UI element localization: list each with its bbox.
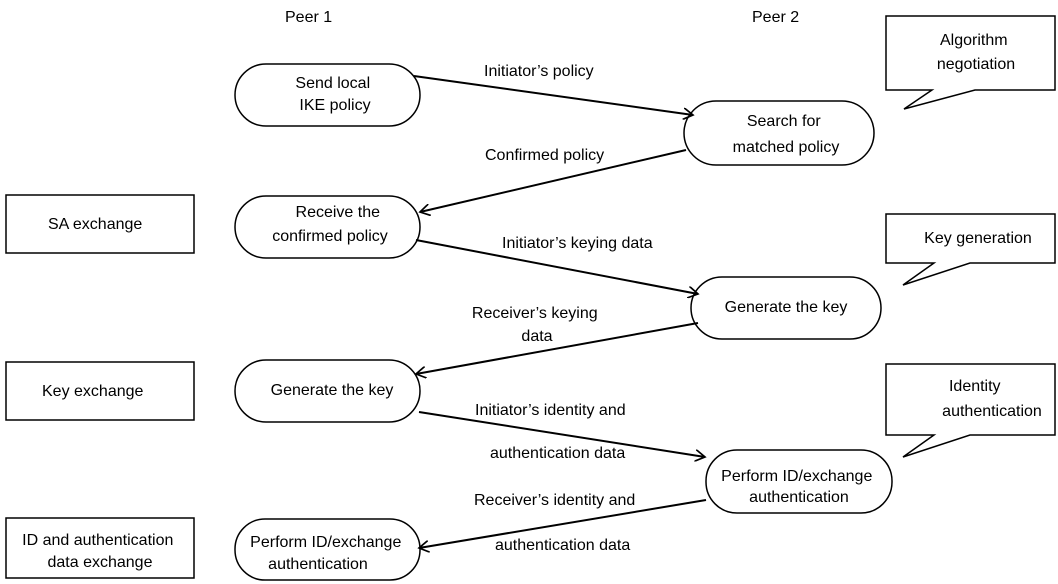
algorithm-negotiation-text: Algorithm negotiation	[937, 32, 1015, 73]
peer-2-perform-authentication-line-1: Perform ID/exchange	[721, 468, 872, 485]
search-matched-policy-node: Search for matched policy	[683, 100, 875, 166]
peer-2-generate-key-text: Generate the key	[725, 299, 848, 316]
key-exchange-label: Key exchange	[42, 383, 144, 400]
search-matched-policy-line-1: Search for	[747, 113, 821, 130]
peer-1-perform-authentication-line-1: Perform ID/exchange	[250, 534, 401, 551]
sa-exchange-label: SA exchange	[48, 216, 142, 233]
send-local-policy-line-2: IKE policy	[299, 97, 370, 114]
search-matched-policy-line-2: matched policy	[733, 139, 840, 156]
initiator-keying-data-label: Initiator’s keying data	[502, 235, 653, 252]
peer-1-header: Peer 1	[285, 9, 332, 26]
confirmed-policy-label: Confirmed policy	[485, 147, 604, 164]
peer-2-perform-authentication-line-2: authentication	[749, 489, 849, 506]
key-generation-text: Key generation	[924, 230, 1032, 247]
initiator-identity-label-line-2: authentication data	[490, 445, 625, 462]
send-local-policy-text: Send local IKE policy	[295, 75, 374, 114]
peer-1-generate-key-text: Generate the key	[271, 382, 394, 399]
id-authentication-exchange-phase: ID and authentication data exchange	[5, 517, 195, 579]
id-authentication-exchange-line-1: ID and authentication	[22, 532, 173, 549]
peer-2-generate-key-node: Generate the key	[690, 276, 882, 340]
send-local-policy-node: Send local IKE policy	[234, 63, 421, 127]
peer-2-perform-authentication-node: Perform ID/exchange authentication	[705, 449, 893, 514]
identity-authentication-text: Identity authentication	[942, 378, 1042, 420]
peer-2-header: Peer 2	[752, 9, 799, 26]
peer-2-perform-authentication-text: Perform ID/exchange authentication	[721, 468, 877, 506]
peer-1-perform-authentication-line-2: authentication	[268, 556, 368, 573]
receiver-keying-data-label: Receiver’s keying data	[472, 305, 602, 345]
receiver-keying-data-line-1: Receiver’s keying	[472, 305, 598, 322]
receiver-identity-arrow	[419, 499, 707, 548]
initiator-keying-data-arrow	[415, 239, 698, 294]
send-local-policy-line-1: Send local	[295, 75, 370, 92]
algorithm-negotiation-line-2: negotiation	[937, 56, 1015, 73]
id-authentication-exchange-line-2: data exchange	[48, 554, 153, 571]
initiator-policy-label: Initiator’s policy	[484, 63, 594, 80]
receiver-identity-label-line-1: Receiver’s identity and	[474, 492, 635, 509]
initiator-policy-arrow	[413, 75, 693, 115]
initiator-identity-arrow	[418, 411, 705, 457]
sa-exchange-phase: SA exchange	[5, 194, 195, 254]
identity-authentication-line-2: authentication	[942, 403, 1042, 420]
receiver-keying-data-line-2: data	[521, 328, 552, 345]
algorithm-negotiation-callout: Algorithm negotiation	[885, 15, 1056, 110]
receive-confirmed-policy-node: Receive the confirmed policy	[234, 195, 421, 259]
receive-confirmed-policy-line-2: confirmed policy	[272, 228, 388, 245]
peer-1-perform-authentication-node: Perform ID/exchange authentication	[234, 518, 421, 581]
confirmed-policy-arrow	[420, 149, 687, 212]
receiver-keying-data-arrow	[416, 322, 699, 374]
identity-authentication-callout: Identity authentication	[885, 363, 1056, 458]
key-exchange-phase: Key exchange	[5, 361, 195, 421]
search-matched-policy-text: Search for matched policy	[733, 113, 840, 156]
identity-authentication-line-1: Identity	[949, 378, 1001, 395]
peer-1-generate-key-node: Generate the key	[234, 359, 421, 423]
peer-1-perform-authentication-text: Perform ID/exchange authentication	[250, 534, 406, 573]
algorithm-negotiation-line-1: Algorithm	[940, 32, 1008, 49]
key-generation-callout: Key generation	[885, 213, 1056, 286]
receiver-identity-label-line-2: authentication data	[495, 537, 630, 554]
receive-confirmed-policy-line-1: Receive the	[296, 204, 381, 221]
initiator-identity-label-line-1: Initiator’s identity and	[475, 402, 626, 419]
id-authentication-exchange-label: ID and authentication data exchange	[22, 532, 178, 571]
receive-confirmed-policy-text: Receive the confirmed policy	[272, 204, 388, 245]
